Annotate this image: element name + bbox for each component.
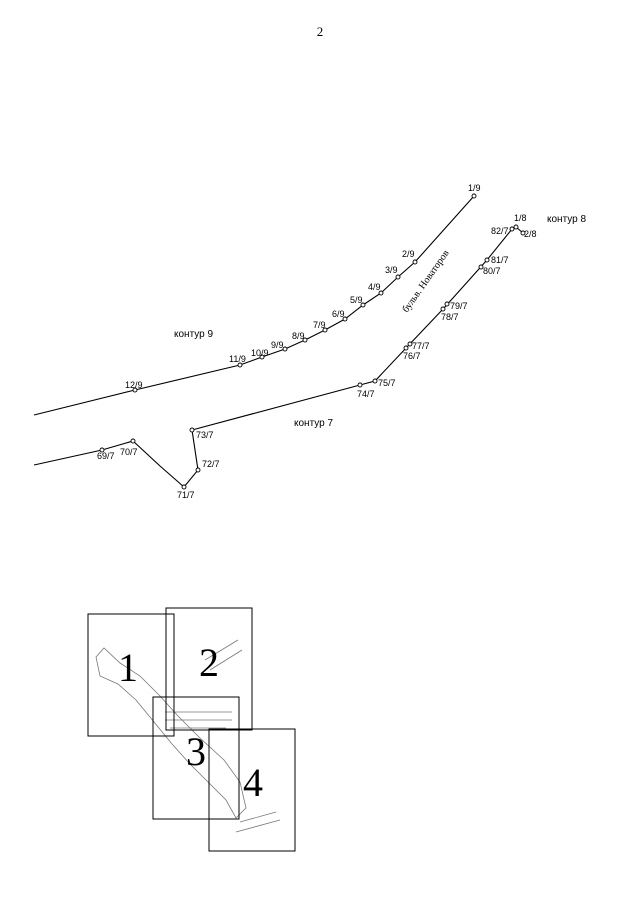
- label-4-9: 4/9: [368, 282, 381, 292]
- label-11-9: 11/9: [229, 354, 246, 364]
- label-1-8: 1/8: [514, 213, 527, 223]
- label-82-7: 82/7: [491, 226, 509, 236]
- label-70-7: 70/7: [120, 447, 138, 457]
- label-77-7: 77/7: [412, 341, 430, 351]
- road-sketch: [95, 647, 247, 819]
- contour-8-vertices: [513, 224, 526, 236]
- sheet-4-frame: [208, 728, 296, 852]
- label-2-8: 2/8: [524, 229, 537, 239]
- vertex-77-7: [407, 341, 413, 347]
- contour-7-label: контур 7: [294, 418, 333, 429]
- vertex-10-9: [259, 354, 265, 360]
- vertex-1-8: [513, 224, 519, 230]
- vertex-2-8: [520, 230, 526, 236]
- label-7-9: 7/9: [313, 320, 326, 330]
- label-71-7: 71/7: [177, 490, 195, 500]
- vertex-6-9: [342, 316, 348, 322]
- vertex-71-7: [181, 484, 187, 490]
- vertex-69-7: [99, 447, 105, 453]
- vertex-80-7: [478, 264, 484, 270]
- vertex-11-9: [237, 362, 243, 368]
- vertex-75-7: [372, 378, 378, 384]
- vertex-8-9: [302, 337, 308, 343]
- label-69-7: 69/7: [97, 451, 115, 461]
- vertex-1-9: [471, 193, 477, 199]
- label-6-9: 6/9: [332, 309, 345, 319]
- label-73-7: 73/7: [196, 430, 214, 440]
- vertex-12-9: [132, 387, 138, 393]
- sheet-3-frame: [152, 696, 240, 820]
- label-5-9: 5/9: [350, 295, 363, 305]
- vertex-79-7: [444, 301, 450, 307]
- label-74-7: 74/7: [357, 389, 375, 399]
- vertex-82-7: [509, 226, 515, 232]
- label-75-7: 75/7: [378, 378, 396, 388]
- label-76-7: 76/7: [403, 351, 421, 361]
- vertex-70-7: [130, 438, 136, 444]
- vertex-5-9: [360, 302, 366, 308]
- label-3-9: 3/9: [385, 265, 398, 275]
- label-79-7: 79/7: [450, 301, 468, 311]
- sheet-1-frame: [87, 613, 175, 737]
- vertex-78-7: [440, 306, 446, 312]
- sheet-4-number: 4: [243, 760, 263, 805]
- label-2-9: 2/9: [402, 249, 415, 259]
- label-80-7: 80/7: [483, 266, 501, 276]
- label-10-9: 10/9: [251, 348, 269, 358]
- vertex-81-7: [484, 257, 490, 263]
- contour-8-label: контур 8: [547, 214, 586, 225]
- vertex-72-7: [195, 467, 201, 473]
- vertex-9-9: [282, 346, 288, 352]
- vertex-73-7: [189, 427, 195, 433]
- vertex-7-9: [322, 327, 328, 333]
- label-12-9: 12/9: [125, 380, 143, 390]
- label-78-7: 78/7: [441, 312, 459, 322]
- label-1-9: 1/9: [468, 183, 481, 193]
- vertex-4-9: [378, 290, 384, 296]
- vertex-76-7: [403, 345, 409, 351]
- label-81-7: 81/7: [491, 255, 509, 265]
- contour-7-vertices: [99, 226, 515, 490]
- sheet-index: 1 2 3 4: [87, 607, 296, 852]
- contour-9-vertices: [132, 193, 477, 393]
- label-9-9: 9/9: [271, 340, 284, 350]
- sheet-1-number: 1: [118, 645, 138, 690]
- contour-9-label: контур 9: [174, 329, 213, 340]
- vertex-2-9: [412, 259, 418, 265]
- vertex-3-9: [395, 274, 401, 280]
- label-72-7: 72/7: [202, 459, 220, 469]
- sheet-3-number: 3: [186, 729, 206, 774]
- page-number: 2: [316, 24, 324, 39]
- vertex-74-7: [357, 382, 363, 388]
- label-8-9: 8/9: [292, 331, 305, 341]
- sheet-2-number: 2: [199, 640, 219, 685]
